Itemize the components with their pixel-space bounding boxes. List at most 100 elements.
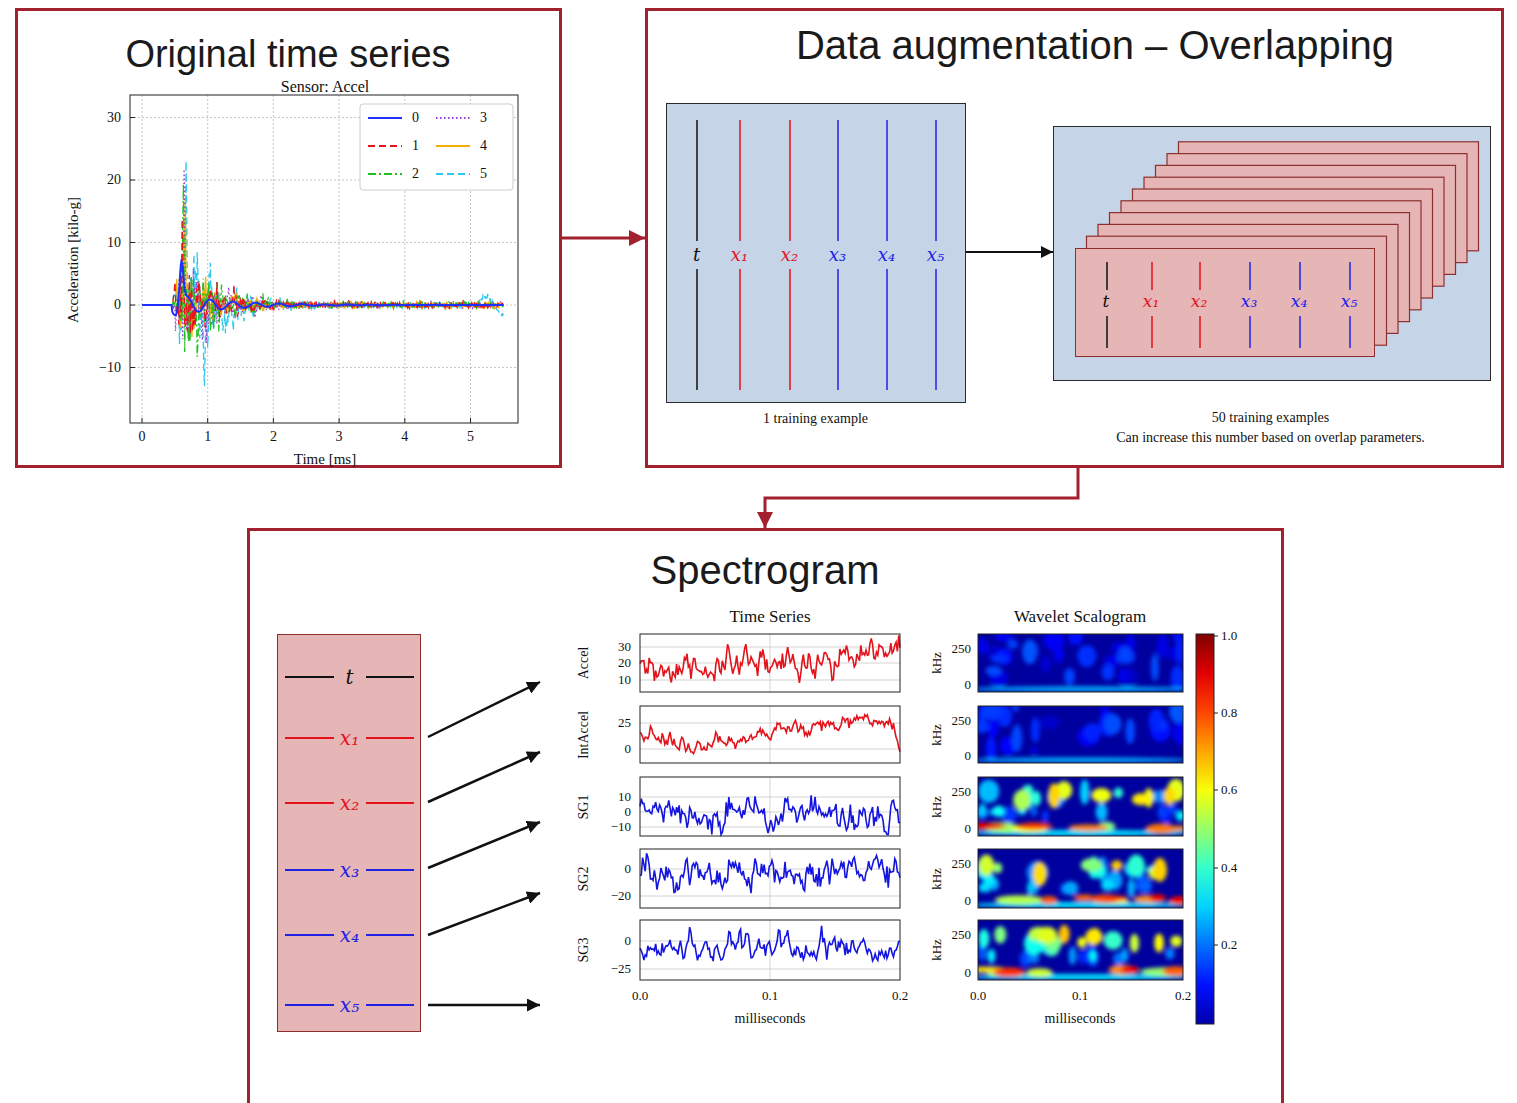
grid-line (130, 367, 518, 368)
tick-label: 20 (107, 172, 121, 188)
energy-blob (1111, 860, 1122, 870)
energy-blob (1165, 947, 1174, 959)
time-label: t (345, 665, 353, 688)
energy-blob (978, 687, 1183, 692)
legend-sample (436, 117, 470, 119)
axis-label: Time [ms] (294, 451, 356, 468)
legend-sample (368, 145, 402, 147)
plot-frame (640, 920, 900, 980)
energy-blob (1145, 824, 1176, 834)
energy-blob (1163, 966, 1183, 976)
energy-blob (1012, 706, 1018, 712)
feature-line (739, 120, 741, 241)
energy-blob (1128, 878, 1135, 898)
tick-label: 0.0 (970, 989, 986, 1004)
variable-label: x₅ (1341, 292, 1357, 312)
energy-blob (1080, 779, 1089, 804)
grid-line (273, 95, 274, 423)
energy-blob (991, 655, 1008, 663)
panel: Data augmentation – Overlappingtx₁x₂x₃x₄… (645, 8, 1504, 468)
tick-label: 250 (952, 785, 972, 800)
tick-label: 20 (618, 656, 631, 671)
tick-mark (339, 418, 340, 423)
signal-trace (640, 926, 900, 961)
time-series-plot (640, 777, 900, 836)
energy-blob (1175, 637, 1183, 664)
legend-sample (368, 173, 402, 175)
energy-blob (1121, 947, 1127, 962)
legend-entry: 3 (480, 110, 487, 126)
legend-entry: 5 (480, 166, 487, 182)
energy-blob (978, 720, 990, 733)
axis-label: Acceleration [kilo-g] (65, 197, 82, 323)
feature-line (837, 269, 839, 390)
energy-blob (1062, 881, 1078, 895)
grid-line (770, 634, 771, 692)
tick-mark (1214, 636, 1218, 637)
tick-mark (1214, 790, 1218, 791)
signal-trace (640, 715, 900, 754)
energy-blob (1027, 881, 1033, 895)
grid-line (339, 95, 340, 423)
tick-mark (130, 180, 135, 181)
energy-blob (1068, 634, 1083, 645)
energy-blob (978, 638, 988, 653)
energy-blob (1153, 858, 1167, 882)
energy-blob (1077, 645, 1096, 667)
pointer-arrow (428, 752, 540, 802)
tick-label: 0 (965, 966, 972, 981)
plot-frame (978, 849, 1183, 908)
legend-entry: 2 (412, 166, 419, 182)
energy-blob (1158, 804, 1167, 820)
feature-line (366, 869, 414, 871)
variable-label: x₄ (340, 923, 359, 946)
time-label: t (693, 244, 700, 265)
energy-blob (1069, 824, 1109, 831)
pointer-arrow (428, 893, 540, 935)
energy-blob (1149, 894, 1166, 901)
energy-blob (1132, 793, 1150, 805)
legend-entry: 4 (480, 138, 487, 154)
energy-blob (1040, 656, 1051, 673)
energy-blob (978, 804, 987, 817)
acceleration-plot (130, 95, 518, 423)
energy-blob (1040, 896, 1058, 904)
energy-blob (994, 926, 1006, 944)
region-fill (1053, 126, 1491, 381)
plot-title: Time Series (729, 607, 810, 627)
energy-blob (1031, 718, 1040, 743)
training-stack-region: 50 training examplesCan increase this nu… (1053, 126, 1491, 381)
tick-mark (1214, 945, 1218, 946)
tick-label: 0 (114, 297, 121, 313)
tick-label: 3 (336, 429, 343, 445)
axis-label: kHz (930, 868, 945, 890)
energy-blob (981, 706, 1003, 720)
panel-title: Spectrogram (651, 547, 880, 593)
plot-frame (130, 95, 518, 423)
energy-blob (978, 823, 1006, 830)
energy-blob (1000, 742, 1008, 751)
axis-label: SG2 (576, 866, 592, 891)
tick-mark (130, 242, 135, 243)
signal-trace (142, 219, 503, 334)
feature-line (886, 269, 888, 390)
feature-line (1151, 316, 1153, 348)
energy-blob (1159, 720, 1166, 731)
caption: 1 training example (763, 410, 868, 426)
plot-frame (640, 777, 900, 836)
energy-blob (993, 863, 1002, 874)
axis-label: milliseconds (1045, 1011, 1116, 1027)
pointer-arrow (428, 1004, 540, 1007)
feature-line (1151, 262, 1153, 290)
tick-label: 0 (139, 429, 146, 445)
energy-blob (1064, 668, 1075, 685)
connector-arrow (966, 251, 1053, 253)
feature-line (285, 802, 334, 804)
tick-label: 1 (204, 429, 211, 445)
pointer-arrow (428, 682, 540, 737)
axis-label: SG1 (576, 794, 592, 819)
variable-label: x₁ (731, 244, 748, 265)
plot-frame (640, 849, 900, 908)
energy-blob (1139, 879, 1152, 893)
axis-label: IntAccel (576, 710, 592, 758)
